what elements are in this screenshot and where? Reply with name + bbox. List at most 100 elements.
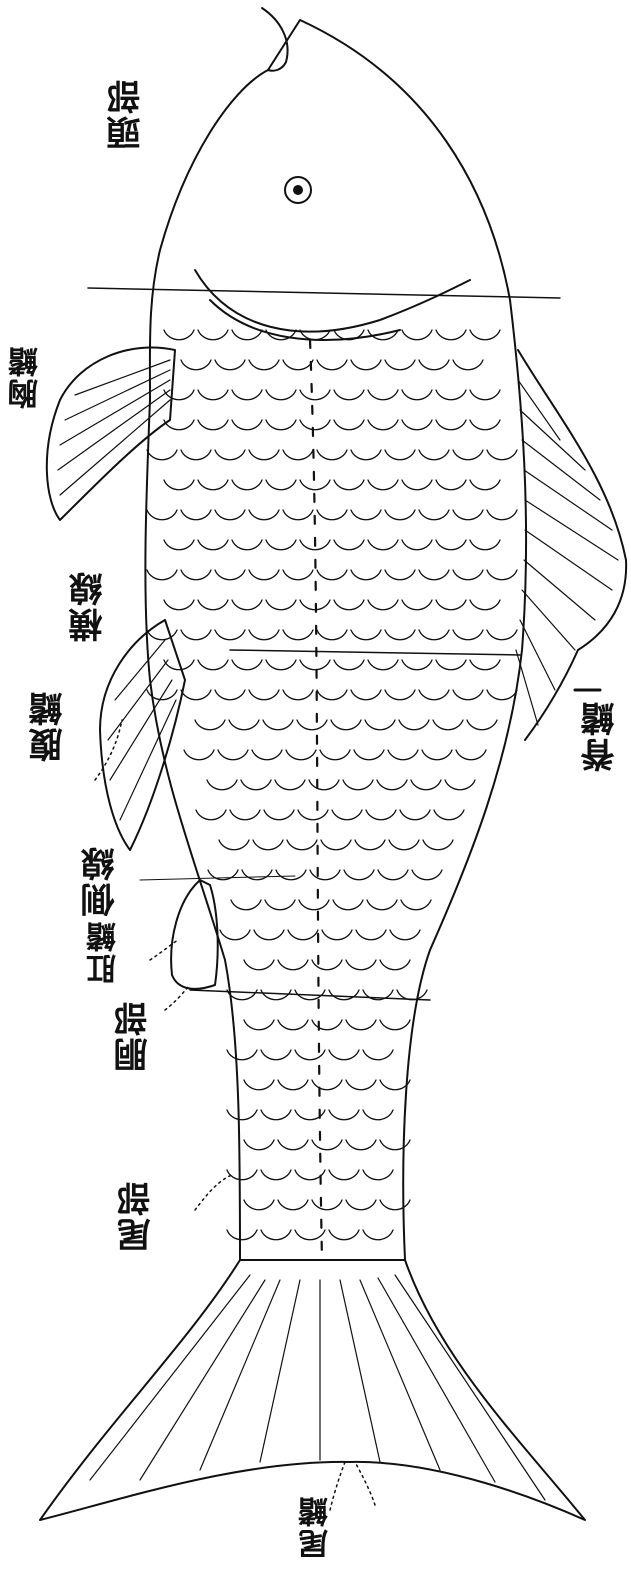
scale [346, 1080, 376, 1090]
scale [261, 1050, 291, 1060]
scale [380, 1200, 410, 1210]
scale [295, 1230, 325, 1240]
scale [266, 390, 296, 400]
scale [390, 930, 420, 940]
scale [287, 840, 317, 850]
scale [351, 510, 381, 520]
scale [389, 840, 419, 850]
scale [244, 1080, 274, 1090]
scale [312, 1080, 342, 1090]
scale [354, 750, 384, 760]
scale [147, 630, 177, 640]
scale [351, 630, 381, 640]
scale [419, 360, 449, 370]
scale [181, 690, 211, 700]
scale [266, 480, 296, 490]
scale [147, 510, 177, 520]
scale [368, 660, 398, 670]
scale [266, 420, 296, 430]
scale [356, 930, 386, 940]
scale [181, 630, 211, 640]
scale [378, 870, 408, 880]
scales [147, 330, 517, 1240]
scale [365, 720, 395, 730]
scale [288, 930, 318, 940]
scale [261, 990, 291, 1000]
scale [181, 360, 211, 370]
scale [198, 540, 228, 550]
scale [215, 360, 245, 370]
gill-cover-inner [210, 300, 400, 340]
scale [265, 900, 295, 910]
scale [385, 510, 415, 520]
scale [470, 420, 500, 430]
scale [368, 390, 398, 400]
scale [312, 960, 342, 970]
scale [487, 510, 517, 520]
label-dorsal-fin: 脊鰭 [582, 700, 620, 772]
scale [380, 960, 410, 970]
scale [164, 480, 194, 490]
scale [164, 600, 194, 610]
scale [283, 510, 313, 520]
scale [329, 1230, 359, 1240]
scale [334, 420, 364, 430]
scale [400, 810, 430, 820]
scale [329, 1170, 359, 1180]
scale [436, 330, 466, 340]
scale [278, 960, 308, 970]
scale [366, 810, 396, 820]
scale [232, 390, 262, 400]
scale [263, 720, 293, 730]
scale [215, 510, 245, 520]
scale [368, 420, 398, 430]
scale [297, 720, 327, 730]
scale [254, 930, 284, 940]
scale [198, 390, 228, 400]
scale [276, 870, 306, 880]
scale [198, 660, 228, 670]
scale [436, 540, 466, 550]
scale [299, 900, 329, 910]
scale [310, 870, 340, 880]
dorsal-fin [518, 350, 626, 740]
scale [215, 450, 245, 460]
label-tail-region: 尾部 [118, 1180, 156, 1252]
scale [317, 360, 347, 370]
scale [329, 990, 359, 1000]
scale [399, 720, 429, 730]
scale [436, 390, 466, 400]
scale [227, 1110, 257, 1120]
scale [227, 1170, 257, 1180]
scale [388, 750, 418, 760]
scale [215, 570, 245, 580]
scale [363, 1050, 393, 1060]
scale [300, 390, 330, 400]
scale [470, 600, 500, 610]
leader-anal-fin [150, 940, 178, 960]
scale [436, 600, 466, 610]
scale [385, 570, 415, 580]
scale [320, 750, 350, 760]
scale [164, 540, 194, 550]
scale [295, 1050, 325, 1060]
scale [368, 480, 398, 490]
scale [419, 690, 449, 700]
scale [380, 1020, 410, 1030]
scale [252, 750, 282, 760]
scale [470, 390, 500, 400]
scale [436, 420, 466, 430]
scale [317, 690, 347, 700]
scale [487, 450, 517, 460]
scale [244, 1140, 274, 1150]
scale [470, 660, 500, 670]
scale [253, 840, 283, 850]
scale [312, 1020, 342, 1030]
scale [436, 480, 466, 490]
label-caudal-fin: 尾鰭 [300, 1495, 334, 1559]
scale [264, 810, 294, 820]
scale [344, 870, 374, 880]
scale [283, 360, 313, 370]
fish-mouth [262, 8, 288, 71]
scale [249, 510, 279, 520]
